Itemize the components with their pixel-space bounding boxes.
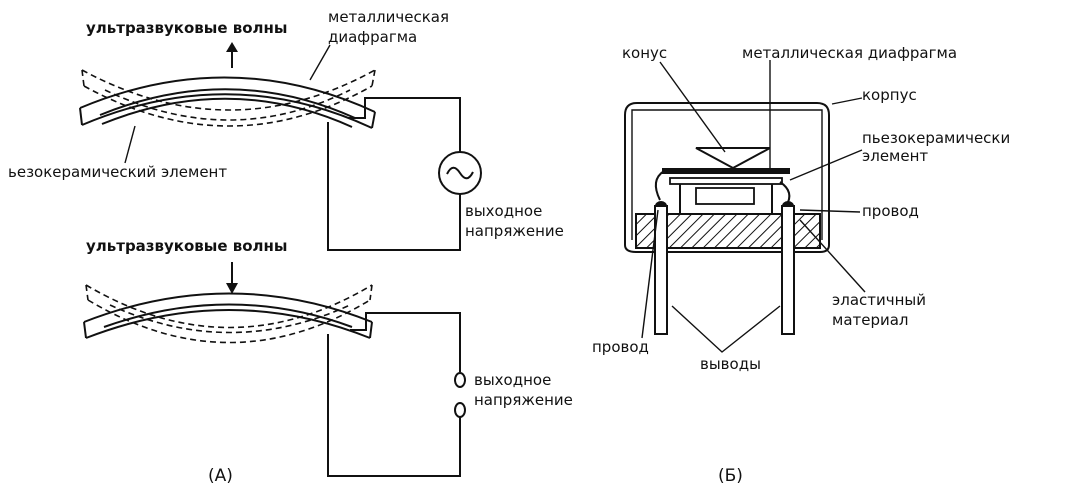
piezo-plate (669, 177, 783, 185)
housing-outer (624, 102, 830, 253)
diaphragm-plate-b-bottom (85, 309, 371, 339)
wire-bottom (327, 122, 461, 251)
output-label-bottom-1: выходное (474, 371, 551, 389)
elastic-leader (799, 219, 866, 293)
cone-leader (659, 61, 726, 153)
caption-a: (A) (208, 466, 233, 486)
panel-a-bottom (83, 262, 466, 477)
diaphragm-dashed-upper (81, 69, 376, 111)
arrow-head-down-icon (226, 283, 238, 294)
piezo-leader-b (789, 149, 863, 181)
terminal-top-icon (454, 372, 466, 388)
arrow-head-up-icon (226, 42, 238, 52)
diaphragm-label-top-1: металлическая (328, 8, 449, 26)
output-label-top-1: выходное (465, 202, 542, 220)
body-label: корпус (862, 86, 917, 104)
cone-label: конус (622, 44, 667, 62)
housing-inner (631, 109, 823, 240)
diaphragm-plate-b-top (83, 292, 373, 323)
lead-right (781, 205, 795, 335)
wire-left-label: провод (592, 338, 649, 356)
piezo-label-b-1: пьезокерамически (862, 129, 1010, 147)
caption-b: (Б) (718, 466, 743, 486)
elastic-label-1: эластичный (832, 291, 926, 309)
panel-b (624, 60, 866, 353)
cone (695, 147, 771, 170)
wire-left-leader (641, 209, 659, 339)
sine-wave-icon (446, 166, 474, 180)
output-label-bottom-2: напряжение (474, 391, 573, 409)
diaphragm-label-b: металлическая диафрагма (742, 44, 957, 62)
diaphragm-plate-top-edge (79, 76, 376, 113)
wire-right-leader (799, 209, 861, 213)
piezo-label-b-2: элемент (862, 147, 928, 165)
diaphragm-label-top-2: диафрагма (328, 28, 417, 46)
waves-label-top: ультразвуковые волны (86, 19, 287, 37)
leads-leader (671, 305, 781, 353)
piezo-leader (124, 125, 136, 164)
panel-a-top (79, 42, 482, 251)
wire-top (348, 97, 461, 152)
terminal-bottom-icon (454, 402, 466, 418)
diaphragm-dashed-b-upper (85, 284, 373, 329)
body-leader (831, 97, 863, 105)
output-label-top-2: напряжение (465, 222, 564, 240)
diaphragm-dashed-lower (83, 85, 373, 127)
piezo-element-upper (99, 88, 356, 119)
diaphragm-dashed-b-lower (87, 299, 371, 344)
wire-b-bottom (327, 334, 461, 477)
diaphragm-leader (309, 44, 331, 81)
piezo-label: ьезокерамический элемент (8, 163, 227, 181)
wire-b-top (350, 312, 461, 372)
wire-loop-left (654, 170, 665, 201)
ac-source-icon (438, 151, 482, 195)
lead-left (654, 205, 668, 335)
wire-right-label: провод (862, 202, 919, 220)
diaphragm-plate (662, 168, 790, 174)
diaphragm-plate-bottom-edge (81, 93, 373, 129)
elastic-label-2: материал (832, 311, 909, 329)
waves-label-bottom: ультразвуковые волны (86, 237, 287, 255)
leads-label: выводы (700, 355, 761, 373)
piezo-element-lower (101, 97, 353, 128)
